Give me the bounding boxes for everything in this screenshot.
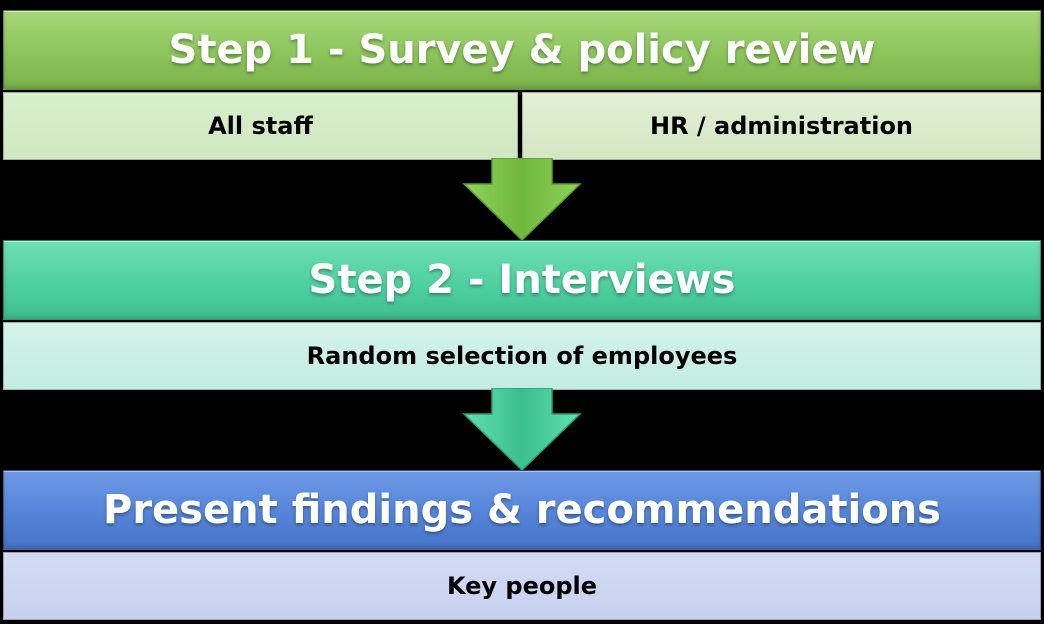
step-2-header: Step 2 - Interviews	[3, 240, 1041, 320]
step-3-audience: Key people	[3, 552, 1041, 620]
step-3-header: Present findings & recommendations	[3, 470, 1041, 550]
step-1-audience-all-staff: All staff	[3, 92, 518, 160]
step-2-audience: Random selection of employees	[3, 322, 1041, 390]
down-arrow-icon	[462, 158, 582, 242]
down-arrow-icon	[462, 388, 582, 472]
step-1-header: Step 1 - Survey & policy review	[3, 10, 1041, 90]
step-1-audience-hr: HR / administration	[522, 92, 1041, 160]
